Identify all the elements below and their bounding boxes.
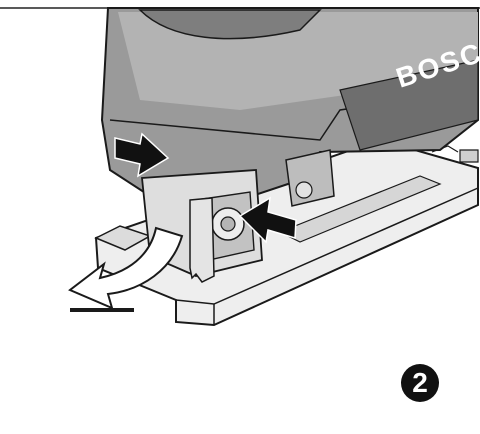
jigsaw-body: BOSCH <box>100 7 480 202</box>
press-arrow-left-icon <box>114 132 170 178</box>
saw-blade <box>189 197 215 283</box>
press-arrow-right-icon <box>238 196 297 244</box>
step-number-badge: 2 <box>401 364 439 402</box>
